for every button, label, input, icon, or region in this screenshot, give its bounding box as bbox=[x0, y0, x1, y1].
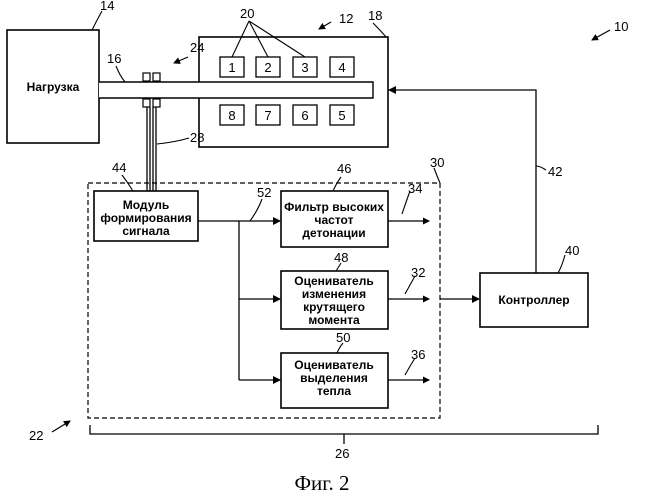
cylinder-7: 7 bbox=[256, 105, 280, 125]
signal-module-line-2: формирования bbox=[100, 211, 191, 225]
load-label: Нагрузка bbox=[27, 80, 80, 94]
knock-filter-line-2: частот bbox=[315, 213, 354, 227]
figure-caption: Фиг. 2 bbox=[294, 471, 349, 495]
knock-filter-line-3: детонации bbox=[302, 226, 365, 240]
cylinder-2: 2 bbox=[256, 57, 280, 77]
heat-estimator-line-2: выделения bbox=[300, 371, 368, 385]
knock-filter-block: Фильтр высоких частот детонации bbox=[281, 191, 388, 247]
torque-estimator-block: Оцениватель изменения крутящего момента bbox=[281, 271, 388, 329]
ref-50: 50 bbox=[336, 330, 350, 345]
ref-42: 42 bbox=[548, 164, 562, 179]
ref-52: 52 bbox=[257, 185, 271, 200]
cylinder-4-label: 4 bbox=[338, 60, 345, 75]
load-block: Нагрузка bbox=[7, 30, 99, 143]
ref-44: 44 bbox=[112, 160, 126, 175]
ref-30: 30 bbox=[430, 155, 444, 170]
cylinder-4: 4 bbox=[330, 57, 354, 77]
ref-26: 26 bbox=[335, 446, 349, 461]
ref-14: 14 bbox=[100, 0, 114, 13]
heat-estimator-line-3: тепла bbox=[317, 384, 351, 398]
ref-28: 28 bbox=[190, 130, 204, 145]
torque-estimator-line-3: крутящего bbox=[303, 300, 365, 314]
signal-module-line-3: сигнала bbox=[122, 224, 170, 238]
ref-40: 40 bbox=[565, 243, 579, 258]
ref-18: 18 bbox=[368, 8, 382, 23]
cylinder-1-label: 1 bbox=[228, 60, 235, 75]
ref-20: 20 bbox=[240, 6, 254, 21]
torque-estimator-line-2: изменения bbox=[302, 287, 366, 301]
cylinder-6: 6 bbox=[293, 105, 317, 125]
ref-12: 12 bbox=[339, 11, 353, 26]
ref-22: 22 bbox=[29, 428, 43, 443]
cylinder-6-label: 6 bbox=[301, 108, 308, 123]
cylinder-1: 1 bbox=[220, 57, 244, 77]
cylinder-3-label: 3 bbox=[301, 60, 308, 75]
cylinder-5: 5 bbox=[330, 105, 354, 125]
torque-estimator-line-1: Оцениватель bbox=[294, 274, 373, 288]
controller-block: Контроллер bbox=[480, 273, 588, 327]
ref-16: 16 bbox=[107, 51, 121, 66]
cylinder-8-label: 8 bbox=[228, 108, 235, 123]
signal-module-line-1: Модуль bbox=[123, 198, 169, 212]
cylinder-7-label: 7 bbox=[264, 108, 271, 123]
ref-36: 36 bbox=[411, 347, 425, 362]
ref-34: 34 bbox=[408, 181, 422, 196]
torque-estimator-line-4: момента bbox=[308, 313, 360, 327]
system-bracket bbox=[90, 425, 598, 434]
ref-10: 10 bbox=[614, 19, 628, 34]
ref-46: 46 bbox=[337, 161, 351, 176]
sensor-lines bbox=[147, 107, 156, 191]
heat-estimator-block: Оцениватель выделения тепла bbox=[281, 353, 388, 408]
ref-32: 32 bbox=[411, 265, 425, 280]
ref-24: 24 bbox=[190, 40, 204, 55]
knock-filter-line-1: Фильтр высоких bbox=[284, 200, 384, 214]
cylinder-5-label: 5 bbox=[338, 108, 345, 123]
heat-estimator-line-1: Оцениватель bbox=[294, 358, 373, 372]
ref-48: 48 bbox=[334, 250, 348, 265]
cylinder-8: 8 bbox=[220, 105, 244, 125]
crankshaft bbox=[99, 82, 373, 98]
signal-module-block: Модуль формирования сигнала bbox=[94, 191, 198, 241]
controller-label: Контроллер bbox=[498, 293, 569, 307]
cylinder-2-label: 2 bbox=[264, 60, 271, 75]
cylinder-3: 3 bbox=[293, 57, 317, 77]
